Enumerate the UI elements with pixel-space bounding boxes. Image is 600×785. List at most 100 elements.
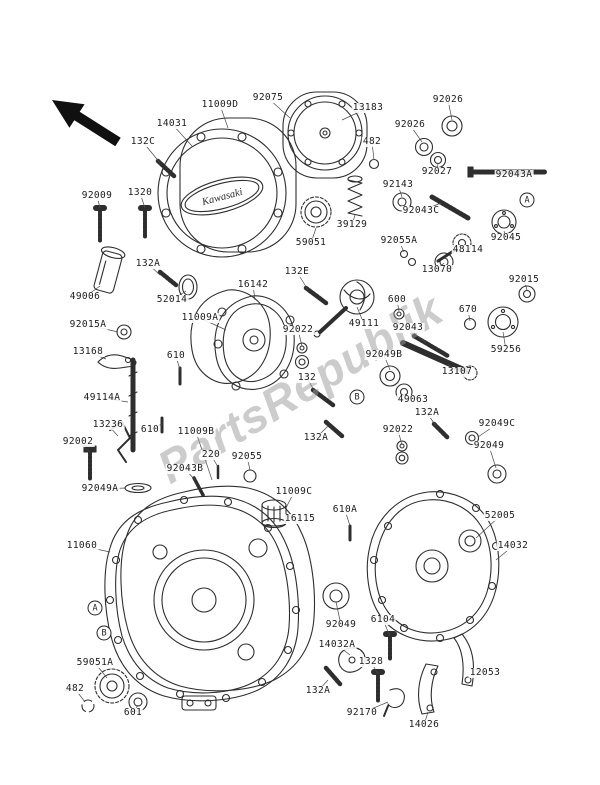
part-label-13183: 13183 (351, 102, 385, 113)
part-label-92043b: 92043B (165, 463, 205, 474)
bolt-132a-4 (323, 665, 343, 687)
part-label-13107: 13107 (440, 366, 474, 377)
part-label-670: 670 (457, 304, 479, 315)
part-label-132a: 132A (302, 432, 330, 443)
part-label-482: 482 (361, 136, 383, 147)
pins-92055a (399, 249, 417, 267)
callout-letter-b: B (96, 625, 112, 641)
part-label-49114a: 49114A (82, 392, 122, 403)
spring-39129 (347, 175, 363, 217)
part-label-14032: 14032 (496, 540, 530, 551)
part-label-92015a: 92015A (68, 319, 108, 330)
spout-49006 (93, 246, 126, 294)
callout-letter-b: B (349, 389, 365, 405)
seal-92049-right (487, 464, 507, 484)
part-label-14026: 14026 (407, 719, 441, 730)
part-label-92026: 92026 (431, 94, 465, 105)
gear-59051 (300, 196, 332, 228)
pump-cover-16142 (213, 295, 295, 391)
stud-92043b (192, 476, 205, 497)
part-label-59256: 59256 (489, 344, 523, 355)
cap-16115 (261, 499, 287, 529)
part-label-92049: 92049 (324, 619, 358, 630)
bearing-59256 (487, 306, 519, 338)
gear-59051a (94, 668, 130, 704)
inner-cover-11060 (104, 495, 301, 711)
impeller-49111 (313, 279, 375, 338)
part-label-52014: 52014 (155, 294, 189, 305)
part-label-49063: 49063 (396, 394, 430, 405)
part-label-16115: 16115 (283, 513, 317, 524)
bolt-132e (303, 285, 329, 306)
part-label-132a: 132A (304, 685, 332, 696)
part-label-59051a: 59051A (75, 657, 115, 668)
washer-600 (393, 308, 405, 320)
bolt-1328 (371, 669, 385, 704)
part-label-601: 601 (122, 707, 144, 718)
part-label-92009: 92009 (80, 190, 114, 201)
part-label-92075: 92075 (251, 92, 285, 103)
part-label-92045: 92045 (489, 232, 523, 243)
bolt-132a-2 (323, 419, 345, 439)
bracket-14026 (417, 663, 439, 715)
bolt-132a-1 (157, 269, 179, 288)
part-label-92022: 92022 (381, 424, 415, 435)
part-label-92026: 92026 (393, 119, 427, 130)
part-label-92027: 92027 (420, 166, 454, 177)
part-label-49006: 49006 (68, 291, 102, 302)
part-label-132e: 132E (283, 266, 311, 277)
part-label-1320: 1320 (126, 187, 154, 198)
part-label-92049: 92049 (472, 440, 506, 451)
part-label-11009c: 11009C (274, 486, 314, 497)
part-label-92049b: 92049B (364, 349, 404, 360)
part-label-482: 482 (64, 683, 86, 694)
piece-14032a (338, 647, 366, 673)
part-label-1328: 1328 (357, 656, 385, 667)
part-label-92015: 92015 (507, 274, 541, 285)
part-label-92055: 92055 (230, 451, 264, 462)
bolt-92043 (411, 333, 451, 359)
part-label-132: 132 (296, 372, 318, 383)
washer-92049c (464, 430, 480, 446)
part-label-59051: 59051 (294, 237, 328, 248)
bolt-132a-3 (431, 421, 451, 441)
part-label-39129: 39129 (335, 219, 369, 230)
gasket-92075 (282, 91, 368, 179)
part-label-92043c: 92043C (401, 205, 441, 216)
part-label-11009b: 11009B (176, 426, 216, 437)
part-label-16142: 16142 (236, 279, 270, 290)
bolt-92043c (429, 194, 471, 221)
shaft-49114a (128, 357, 138, 453)
part-label-92143: 92143 (381, 179, 415, 190)
part-label-220: 220 (200, 449, 222, 460)
callout-letter-a: A (519, 192, 535, 208)
part-label-92022: 92022 (281, 324, 315, 335)
washer-92015 (518, 285, 536, 303)
part-label-49111: 49111 (347, 318, 381, 329)
part-label-13168: 13168 (71, 346, 105, 357)
part-label-92049a: 92049A (80, 483, 120, 494)
part-label-92170: 92170 (345, 707, 379, 718)
direction-arrow-icon (52, 100, 121, 147)
part-label-6104: 6104 (369, 614, 397, 625)
part-label-14031: 14031 (155, 118, 189, 129)
part-label-11009d: 11009D (200, 99, 240, 110)
callout-letter-a: A (87, 600, 103, 616)
bolt-132 (310, 387, 336, 408)
bolt-6104 (383, 631, 397, 662)
part-label-92043a: 92043A (494, 169, 534, 180)
part-label-92055a: 92055A (379, 235, 419, 246)
part-label-610a: 610A (331, 504, 359, 515)
part-label-13070: 13070 (420, 264, 454, 275)
part-label-12053: 12053 (468, 667, 502, 678)
part-label-92049c: 92049C (477, 418, 517, 429)
part-label-600: 600 (386, 294, 408, 305)
lever-12053 (453, 633, 475, 687)
part-label-610: 610 (165, 350, 187, 361)
part-label-11060: 11060 (65, 540, 99, 551)
round-cover-13183 (287, 95, 363, 171)
part-label-48114: 48114 (451, 244, 485, 255)
gasket-11009d (179, 117, 297, 253)
part-label-132a: 132A (413, 407, 441, 418)
